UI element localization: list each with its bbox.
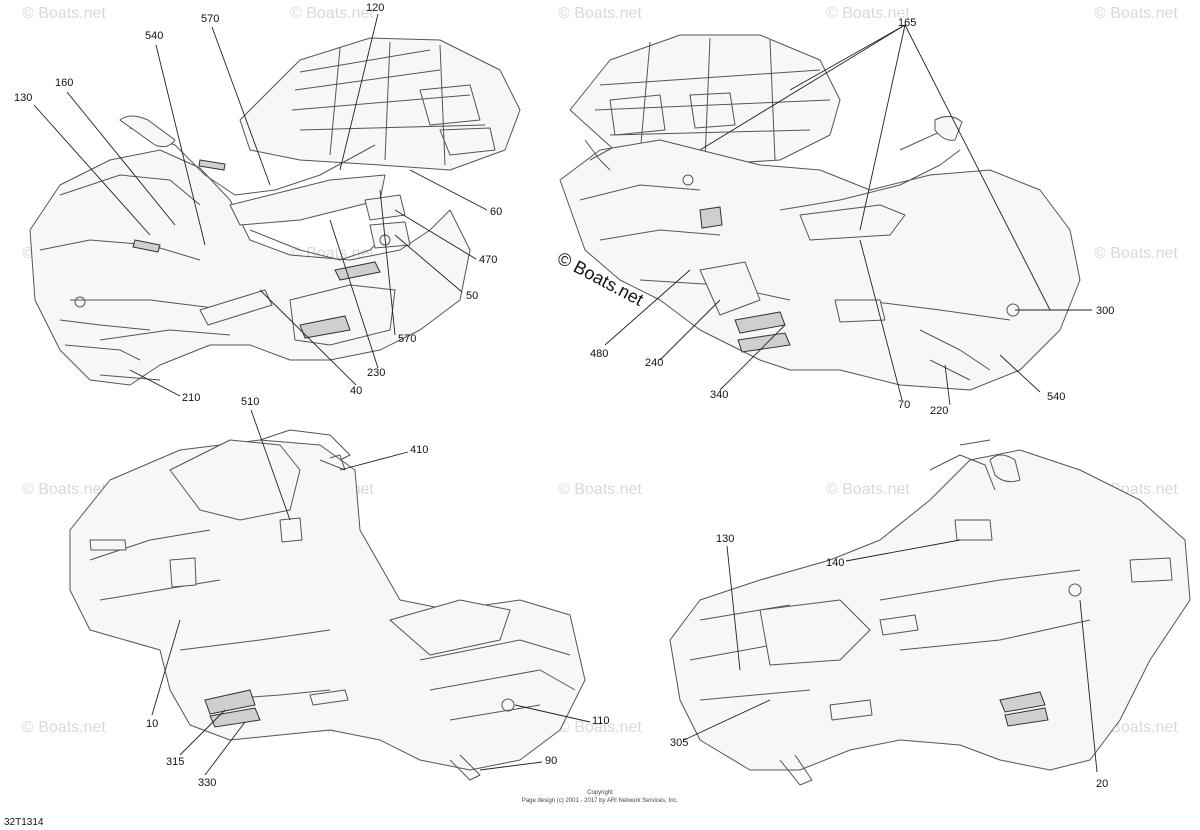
callout-315: 315 [166, 756, 184, 768]
callout-20: 20 [1096, 778, 1108, 790]
leader-lines [33, 13, 1098, 776]
callout-110: 110 [592, 715, 610, 727]
watermark: © Boats.net [22, 5, 106, 22]
watermark: © Boats.net [558, 481, 642, 498]
callout-300: 300 [1096, 305, 1114, 317]
callout-570: 570 [201, 13, 219, 25]
callout-130: 130 [14, 92, 32, 104]
callout-340: 340 [710, 389, 728, 401]
callout-labels: 130 160 540 570 120 60 470 50 570 230 40… [14, 2, 1114, 790]
callout-70: 70 [898, 399, 910, 411]
diagram-code: 32T1314 [4, 817, 44, 828]
callout-40: 40 [350, 385, 362, 397]
copyright-block: Copyright Page design (c) 2001 - 2017 by… [522, 790, 679, 804]
callout-240: 240 [645, 357, 663, 369]
watermark: © Boats.net [22, 719, 106, 736]
callout-220: 220 [930, 405, 948, 417]
callout-210: 210 [182, 392, 200, 404]
callout-60: 60 [490, 206, 502, 218]
callout-50: 50 [466, 290, 478, 302]
watermark: © Boats.net [1094, 245, 1178, 262]
callout-540: 540 [1047, 391, 1065, 403]
callout-90: 90 [545, 755, 557, 767]
watermark: © Boats.net [290, 5, 374, 22]
callout-230: 230 [367, 367, 385, 379]
watermark: © Boats.net [826, 481, 910, 498]
callout-165: 165 [898, 17, 916, 29]
callout-330: 330 [198, 777, 216, 789]
watermark: © Boats.net [22, 481, 106, 498]
watermark: © Boats.net [1094, 5, 1178, 22]
copyright-line-2: Page design (c) 2001 - 2017 by ARI Netwo… [522, 798, 679, 804]
atv-view-lower-left [69, 429, 586, 781]
callout-570: 570 [398, 333, 416, 345]
callout-10: 10 [146, 718, 158, 730]
watermark: © Boats.net [558, 5, 642, 22]
watermark: © Boats.net [826, 5, 910, 22]
atv-view-lower-right [669, 439, 1191, 786]
atv-view-front-left [29, 37, 521, 386]
callout-540: 540 [145, 30, 163, 42]
callout-410: 410 [410, 444, 428, 456]
callout-160: 160 [55, 77, 73, 89]
callout-510: 510 [241, 396, 259, 408]
watermark: © Boats.net [558, 719, 642, 736]
callout-120: 120 [366, 2, 384, 14]
callout-130: 130 [716, 533, 734, 545]
callout-480: 480 [590, 348, 608, 360]
callout-140: 140 [826, 557, 844, 569]
callout-305: 305 [670, 737, 688, 749]
callout-470: 470 [479, 254, 497, 266]
copyright-line-1: Copyright [587, 790, 613, 796]
atv-view-rear-right [559, 34, 1081, 391]
